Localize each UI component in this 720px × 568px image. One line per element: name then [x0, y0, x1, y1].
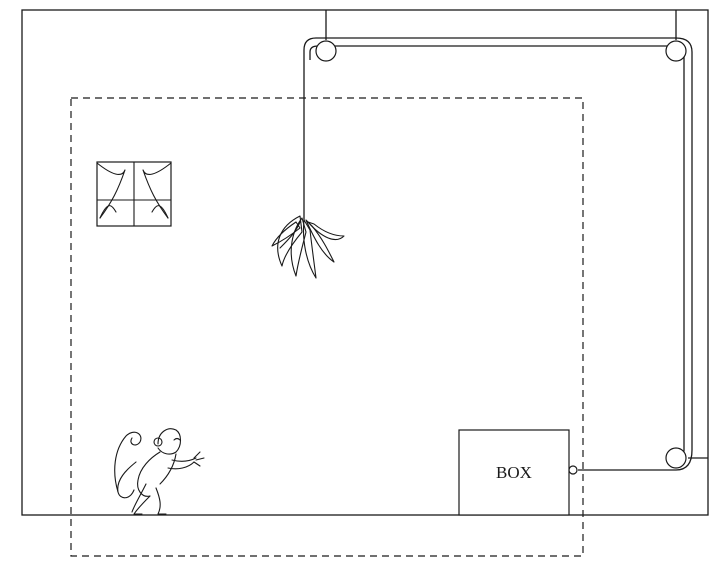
window-icon: [96, 161, 172, 227]
left-pulley: [315, 40, 337, 62]
box: [458, 429, 570, 516]
box-label: BOX: [496, 463, 532, 482]
lower-pulley: [665, 447, 687, 469]
rope: [303, 37, 693, 471]
monkey-icon: [114, 428, 205, 515]
room-outline: [21, 9, 709, 516]
dashed-region: [70, 97, 584, 557]
box-hook: [568, 465, 578, 475]
right-pulley: [665, 40, 687, 62]
banana-bunch-icon: [271, 215, 345, 279]
rope-inner: [309, 45, 685, 463]
